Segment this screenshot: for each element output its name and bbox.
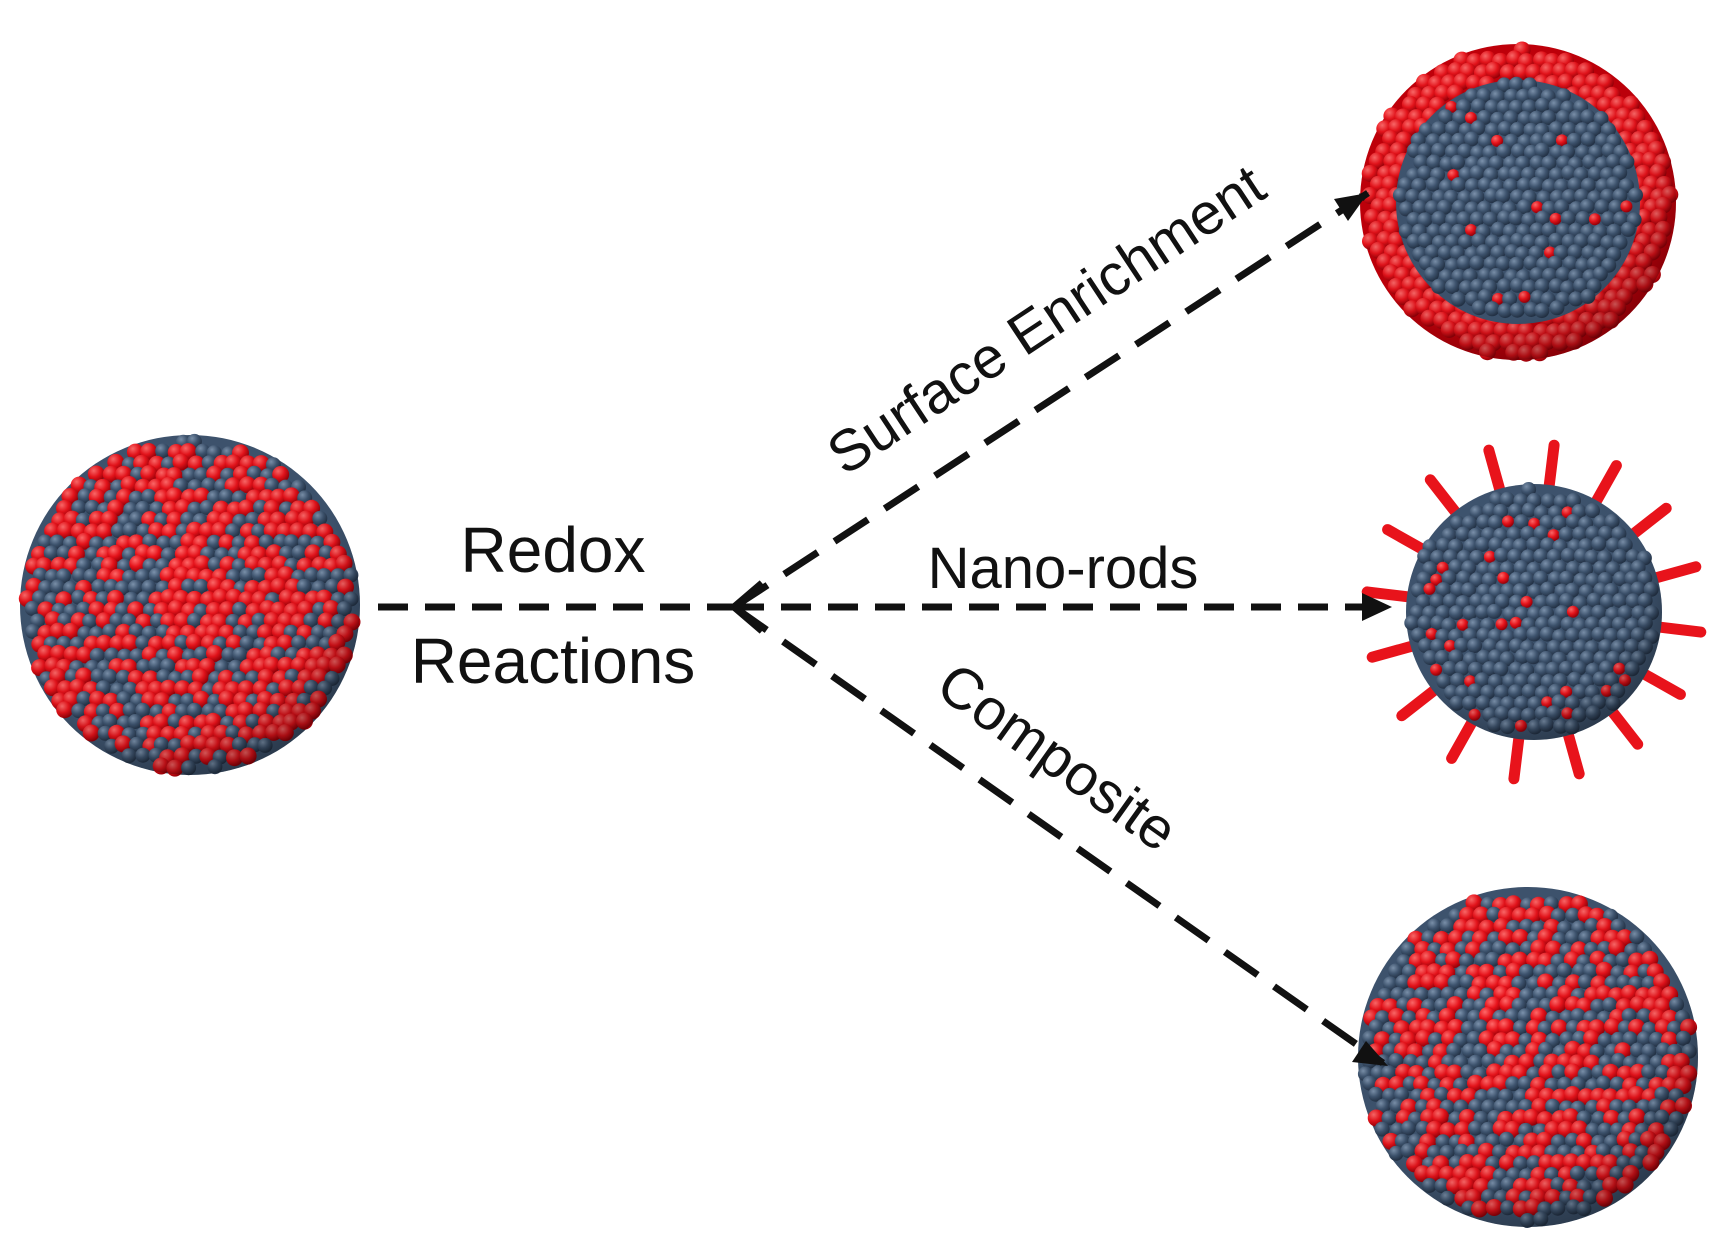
nano-rod bbox=[1382, 524, 1432, 557]
nano-rod bbox=[1361, 586, 1417, 603]
composite-arrowhead bbox=[1352, 1041, 1388, 1066]
nano-rod bbox=[1483, 444, 1507, 499]
nano-rod bbox=[1446, 714, 1479, 764]
surface-enrichment-label: Surface Enrichment bbox=[816, 152, 1277, 487]
nano-rod bbox=[1366, 639, 1421, 663]
particle-initial bbox=[18, 433, 361, 777]
nano-rod bbox=[1396, 683, 1442, 722]
nano-rod bbox=[1626, 502, 1672, 541]
nano-rod bbox=[1424, 474, 1463, 520]
particle-surface-enrichment bbox=[1360, 41, 1679, 362]
composite-arrow bbox=[731, 604, 1386, 1066]
nano-rod bbox=[1543, 439, 1560, 495]
nano-rod bbox=[1651, 621, 1707, 638]
particle-nano-rods bbox=[1361, 439, 1707, 785]
nano-rod bbox=[1589, 460, 1622, 510]
nano-rod bbox=[1647, 561, 1702, 585]
redox-label: Redox bbox=[461, 514, 646, 586]
nano-rod bbox=[1636, 667, 1686, 700]
nano-rod bbox=[1561, 725, 1585, 780]
nano-rods-arrowhead bbox=[1362, 593, 1392, 621]
nano-rods-label: Nano-rods bbox=[928, 536, 1199, 601]
particle-composite bbox=[1357, 887, 1698, 1228]
nano-rod bbox=[1605, 704, 1644, 750]
surface-enrichment-arrow bbox=[732, 190, 1370, 610]
surface-enrichment-arrowhead bbox=[1334, 193, 1368, 221]
reactions-label: Reactions bbox=[411, 625, 696, 697]
nano-rod bbox=[1508, 729, 1525, 785]
